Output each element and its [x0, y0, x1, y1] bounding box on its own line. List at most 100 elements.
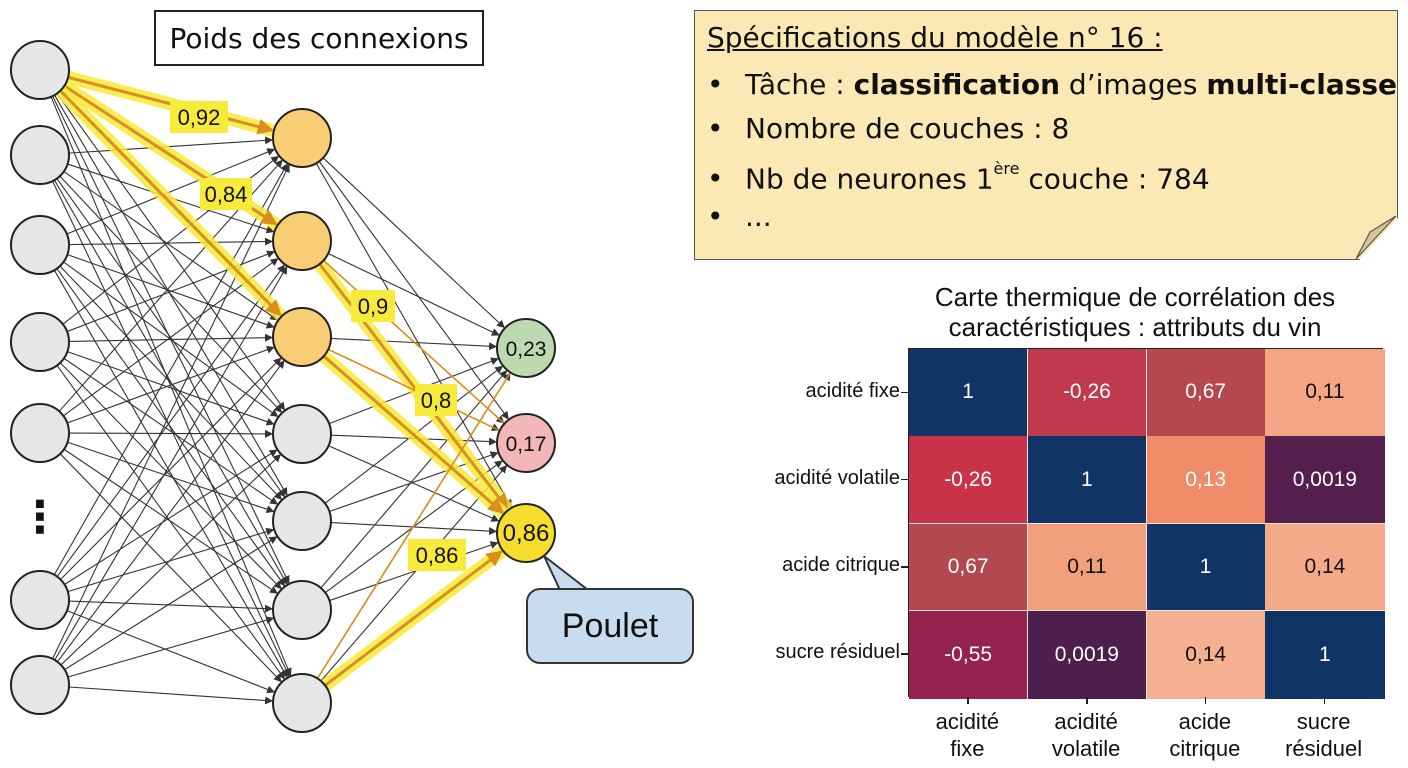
weight-label-bg — [351, 290, 395, 322]
edge — [67, 616, 275, 678]
edge — [52, 164, 290, 660]
input-neuron — [10, 403, 70, 463]
heatmap-row-label: acidité fixe — [805, 379, 901, 402]
edge — [68, 686, 274, 705]
heatmap-col-tick — [1323, 697, 1326, 704]
heatmap-col-label-line: volatile — [1051, 736, 1121, 761]
ellipsis-icon: ⋮ — [18, 492, 62, 543]
edge — [59, 175, 283, 413]
edge — [59, 453, 282, 683]
edge — [68, 600, 274, 613]
heatmap-col-tick — [1086, 697, 1088, 704]
edge — [57, 360, 285, 663]
edge — [63, 357, 279, 505]
heatmap-col-tick — [967, 697, 969, 704]
spec-text: multi-classes — [1206, 68, 1408, 101]
heatmap-col-label-line: acide — [1178, 709, 1232, 734]
output-value: 0,17 — [506, 433, 547, 456]
input-neuron — [10, 125, 70, 185]
heatmap-cell: -0,26 — [909, 436, 1029, 524]
spec-item: •Tâche : classification d’images multi-c… — [707, 63, 1408, 107]
edge — [66, 148, 276, 235]
secondary-edge — [316, 372, 511, 679]
output-neuron — [496, 413, 556, 473]
edge — [56, 365, 285, 680]
weight-label: 0,84 — [205, 182, 248, 207]
edge — [50, 96, 292, 677]
heatmap-cell: 0,14 — [1265, 523, 1385, 612]
heatmap-col-label-line: citrique — [1169, 736, 1241, 761]
weight-label-bg — [170, 101, 228, 133]
weight-label-bg — [200, 178, 252, 210]
edge — [56, 264, 285, 577]
edge — [63, 448, 278, 594]
spec-item: •Nb de neurones 1ère couche : 784 — [707, 151, 1398, 196]
secondary-edge — [327, 348, 500, 431]
edge — [68, 429, 274, 438]
heatmap-cell: 0,11 — [1027, 523, 1147, 612]
edge — [322, 157, 505, 329]
heatmap-title: Carte thermique de corrélation des carac… — [880, 282, 1390, 342]
heatmap-col-label-line: acidité — [1054, 709, 1118, 734]
edge — [320, 464, 508, 682]
heatmap-cell: 1 — [1027, 436, 1147, 524]
heatmap-cell: 1 — [1265, 610, 1385, 699]
input-neuron — [10, 312, 70, 372]
hidden-neuron — [272, 580, 332, 640]
neurons: 0,23 0,17 0,86 ⋮ — [10, 40, 556, 733]
edge — [329, 541, 499, 602]
weight-label-bg — [415, 384, 457, 416]
edge — [67, 441, 275, 514]
edge — [67, 254, 275, 329]
hidden-neuron — [272, 673, 332, 733]
weight-label-bg — [408, 539, 466, 571]
edge — [59, 362, 282, 590]
edge — [54, 265, 288, 661]
heatmap-row-tick — [901, 566, 908, 568]
edge — [53, 269, 288, 678]
spec-item: •... — [707, 195, 1398, 239]
heatmap-title-line-2: caractéristiques : attributs du vin — [948, 312, 1322, 342]
heatmap-cell: 0,11 — [1265, 349, 1385, 437]
highlight-arrow — [318, 263, 509, 510]
spec-text: couche : 784 — [1019, 162, 1210, 196]
heatmap-row-tick — [901, 391, 908, 394]
bullet-icon: • — [707, 68, 724, 101]
spec-text: Nombre de couches : 8 — [745, 112, 1070, 145]
output-value: 0,23 — [506, 338, 547, 361]
heatmap-cell: 0,67 — [909, 523, 1029, 612]
input-neuron — [10, 40, 70, 100]
heatmap-row-tick — [901, 653, 908, 655]
spec-heading: Spécifications du modèle n° 16 : — [707, 21, 1163, 54]
spec-item: • Nombre de couches : 8 — [707, 107, 1398, 151]
bullet-icon: • — [707, 112, 724, 145]
edge — [59, 265, 283, 500]
heatmap-row-label: sucre résiduel — [775, 641, 900, 664]
highlight-arrow — [322, 354, 505, 514]
heatmap-row-tick — [901, 478, 908, 481]
hidden-neuron — [272, 108, 332, 168]
edge — [67, 345, 275, 424]
model-spec-note: Spécifications du modèle n° 16 : •Tâche … — [694, 10, 1398, 260]
spec-list: •Tâche : classification d’images multi-c… — [707, 63, 1408, 239]
heatmap-col-label-line: résiduel — [1285, 736, 1363, 761]
heatmap-cell: -0,26 — [1027, 349, 1147, 437]
input-neuron — [10, 655, 70, 715]
edge — [320, 370, 508, 589]
weight-label: 0,86 — [416, 543, 459, 568]
edge — [68, 237, 274, 246]
weight-labels: 0,920,840,90,80,86 — [170, 101, 466, 571]
hidden-neuron — [272, 404, 332, 464]
edge — [53, 163, 288, 576]
heatmap-row-label: acidité volatile — [774, 466, 900, 489]
heatmap-col-label-line: sucre — [1296, 709, 1351, 734]
edge — [54, 94, 288, 496]
heatmap-cell: 0,0019 — [1265, 436, 1385, 524]
hidden-neuron — [272, 211, 332, 271]
edge — [327, 253, 500, 336]
note-folded-corner — [1356, 216, 1397, 260]
